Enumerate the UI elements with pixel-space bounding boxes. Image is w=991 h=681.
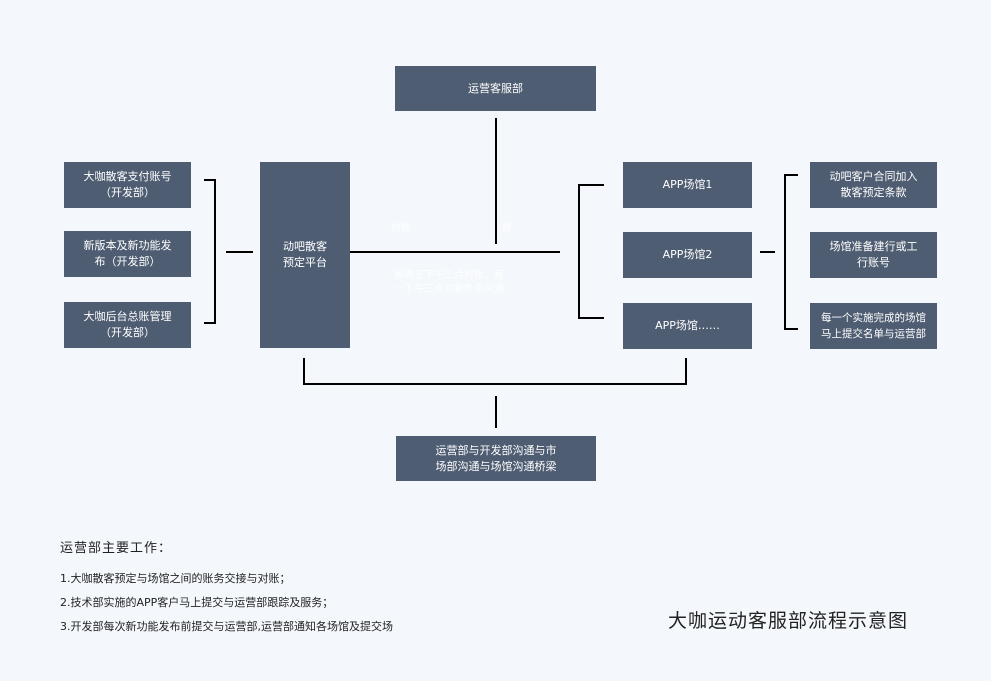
diagram-title: 大咖运动客服部流程示意图 — [668, 610, 909, 632]
left-bracket — [204, 179, 216, 324]
pay-account-box: 大咖散客支付账号 （开发部） — [64, 162, 191, 208]
reconcile-schedule-label: 每周五下午三点对账，每 一下午三点对账负责沟通 — [394, 270, 504, 295]
contract-terms-box: 动吧客户合同加入 散客预定条款 — [810, 162, 937, 208]
note-item-2: 2.技术部实施的APP客户马上提交与运营部跟踪及服务； — [60, 596, 334, 609]
venue-list-submit-box: 每一个实施完成的场馆 马上提交名单与运营部 — [810, 303, 937, 349]
ledger-management-box: 大咖后台总账管理 （开发部） — [64, 302, 191, 348]
note-item-1: 1.大咖散客预定与场馆之间的账务交接与对账； — [60, 572, 291, 585]
bank-account-box: 场馆准备建行或工 行账号 — [810, 232, 937, 278]
venue-2-box: APP场馆2 — [623, 232, 752, 278]
note-item-3: 3.开发部每次新功能发布前提交与运营部,运营部通知各场馆及提交场 — [60, 620, 393, 633]
venue-more-box: APP场馆…… — [623, 303, 752, 349]
venue-bracket — [578, 184, 604, 319]
right-bracket — [784, 174, 798, 330]
account-label: 账 — [502, 223, 512, 234]
notes-title: 运营部主要工作： — [60, 541, 173, 556]
booking-platform-box: 动吧散客 预定平台 — [260, 162, 350, 348]
bottom-bracket — [303, 358, 687, 385]
venue-1-box: APP场馆1 — [623, 162, 752, 208]
communication-bridge-box: 运营部与开发部沟通与市 场部沟通与场馆沟通桥梁 — [396, 436, 596, 481]
new-release-box: 新版本及新功能发 布（开发部） — [64, 231, 191, 277]
reconcile-label: 对账 — [391, 223, 411, 234]
customer-service-box: 运营客服部 — [395, 66, 596, 111]
